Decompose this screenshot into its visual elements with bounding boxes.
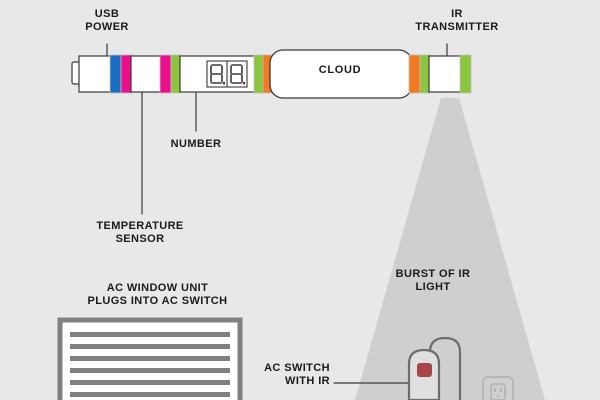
band-blue [109,54,122,94]
display-decimal-1 [223,82,225,85]
band-green-4 [459,54,472,94]
band-green-2 [253,54,265,94]
label-temperature-sensor: TEMPERATURE SENSOR [96,220,184,245]
grille-slat [70,332,230,337]
device-strip [71,49,472,99]
grille-slat [70,356,230,361]
segment-usb-body [78,55,113,93]
segment-temperature-sensor-body [130,55,162,93]
label-ac-switch-with-ir: AC SWITCH WITH IR [264,362,330,387]
grille-slat [70,344,230,349]
ac-switch-ir-button[interactable] [417,363,432,377]
window-unit-grille [70,332,230,397]
display-digit-2 [230,64,243,84]
outlet-receptacle [490,383,506,400]
display-decimal-2 [243,82,245,85]
ac-switch-plug-outline [428,336,462,400]
outlet-plate [482,376,514,400]
label-number: NUMBER [170,138,222,150]
band-magenta-2 [159,54,172,94]
cloud-label: CLOUD [318,64,362,76]
grille-slat [70,368,230,373]
ac-window-unit [57,317,243,400]
ir-beam-cone [355,98,545,400]
segment-transmitter-body [428,55,462,93]
label-usb-power: USB POWER [85,8,129,33]
band-magenta-1 [120,54,133,94]
label-burst-of-ir-light: BURST OF IR LIGHT [395,268,471,293]
grille-slat [70,380,230,385]
grille-slat [70,392,230,397]
wall-outlet-icon [482,376,514,400]
ac-switch-device [407,336,462,400]
label-ir-transmitter: IR TRANSMITTER [415,8,499,33]
band-orange-2 [408,54,421,94]
label-ac-window-unit: AC WINDOW UNIT PLUGS INTO AC SWITCH [87,282,228,307]
display-digit-1 [210,64,223,84]
